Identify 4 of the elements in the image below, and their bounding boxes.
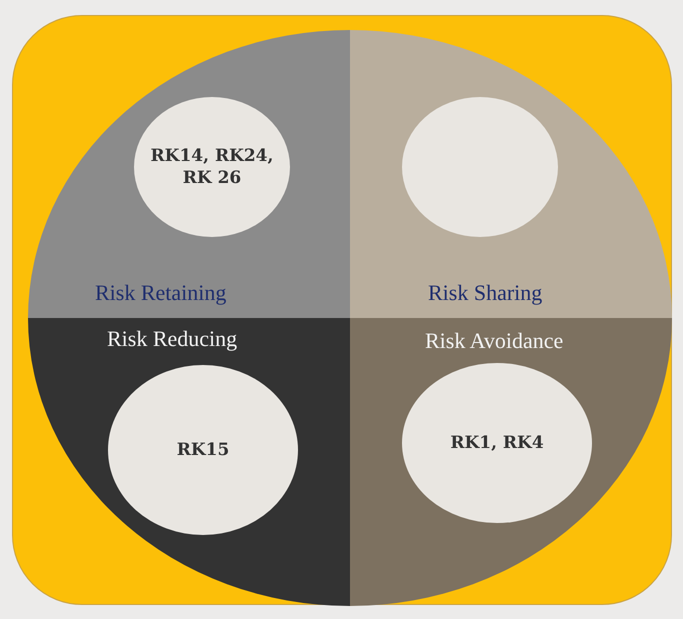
quadrant-title: Risk Reducing [107, 326, 238, 352]
quadrant-title: Risk Retaining [95, 280, 226, 306]
quadrant-title: Risk Sharing [428, 280, 542, 306]
quadrant-title: Risk Avoidance [425, 328, 564, 354]
